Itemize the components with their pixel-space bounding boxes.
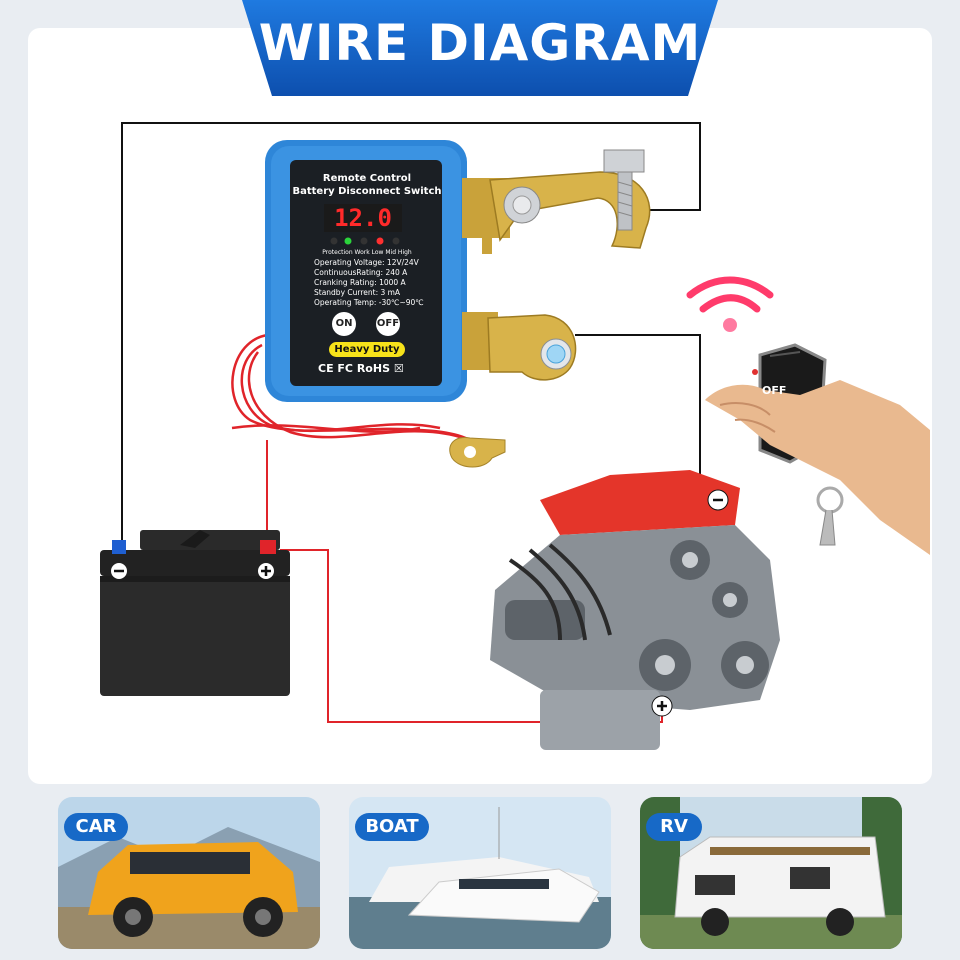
red-wires: [266, 440, 663, 723]
voltage-display: 12.0: [324, 204, 402, 232]
wire-switch-to-engine-ground: [575, 334, 701, 495]
page-title: WIRE DIAGRAM: [258, 14, 702, 72]
device-title: Remote Control Battery Disconnect Switch: [292, 172, 442, 198]
spec-line: Cranking Rating: 1000 A: [314, 278, 406, 287]
disconnect-switch: [265, 140, 467, 402]
spec-line: Operating Voltage: 12V/24V: [314, 258, 419, 267]
engine: [490, 470, 780, 750]
rv-label: RV: [646, 813, 702, 841]
certification-marks: CE FC RoHS ☒: [318, 362, 404, 375]
off-button: OFF: [376, 312, 400, 336]
black-wires: [121, 122, 701, 545]
spec-line: Standby Current: 3 mA: [314, 288, 401, 297]
wire-battery-negative-to-switch: [121, 122, 701, 545]
car-battery: [100, 530, 290, 696]
heavy-duty-badge: Heavy Duty: [329, 342, 405, 357]
signal-icon: [686, 276, 774, 332]
battery-post-clamp: [462, 149, 651, 254]
car-label: CAR: [64, 813, 128, 841]
title-banner: [242, 0, 718, 96]
cable-post: [462, 312, 577, 381]
device-title-line2: Battery Disconnect Switch: [292, 186, 442, 197]
on-button: ON: [332, 312, 356, 336]
remote-off-label: OFF: [762, 384, 787, 397]
spec-line: Operating Temp: -30℃~90℃: [314, 298, 424, 307]
led-labels: Protection Work Low Mid High: [322, 249, 412, 256]
car-thumbnail: [58, 797, 320, 949]
boat-label: BOAT: [355, 813, 429, 841]
trigger-wire-coil: [231, 333, 481, 447]
wire-battery-positive-to-engine: [280, 549, 663, 723]
device-title-line1: Remote Control: [322, 173, 412, 184]
spec-line: ContinuousRating: 240 A: [314, 268, 408, 277]
hand: [705, 380, 930, 555]
boat-thumbnail: [349, 797, 611, 949]
ring-terminal: [449, 436, 506, 468]
